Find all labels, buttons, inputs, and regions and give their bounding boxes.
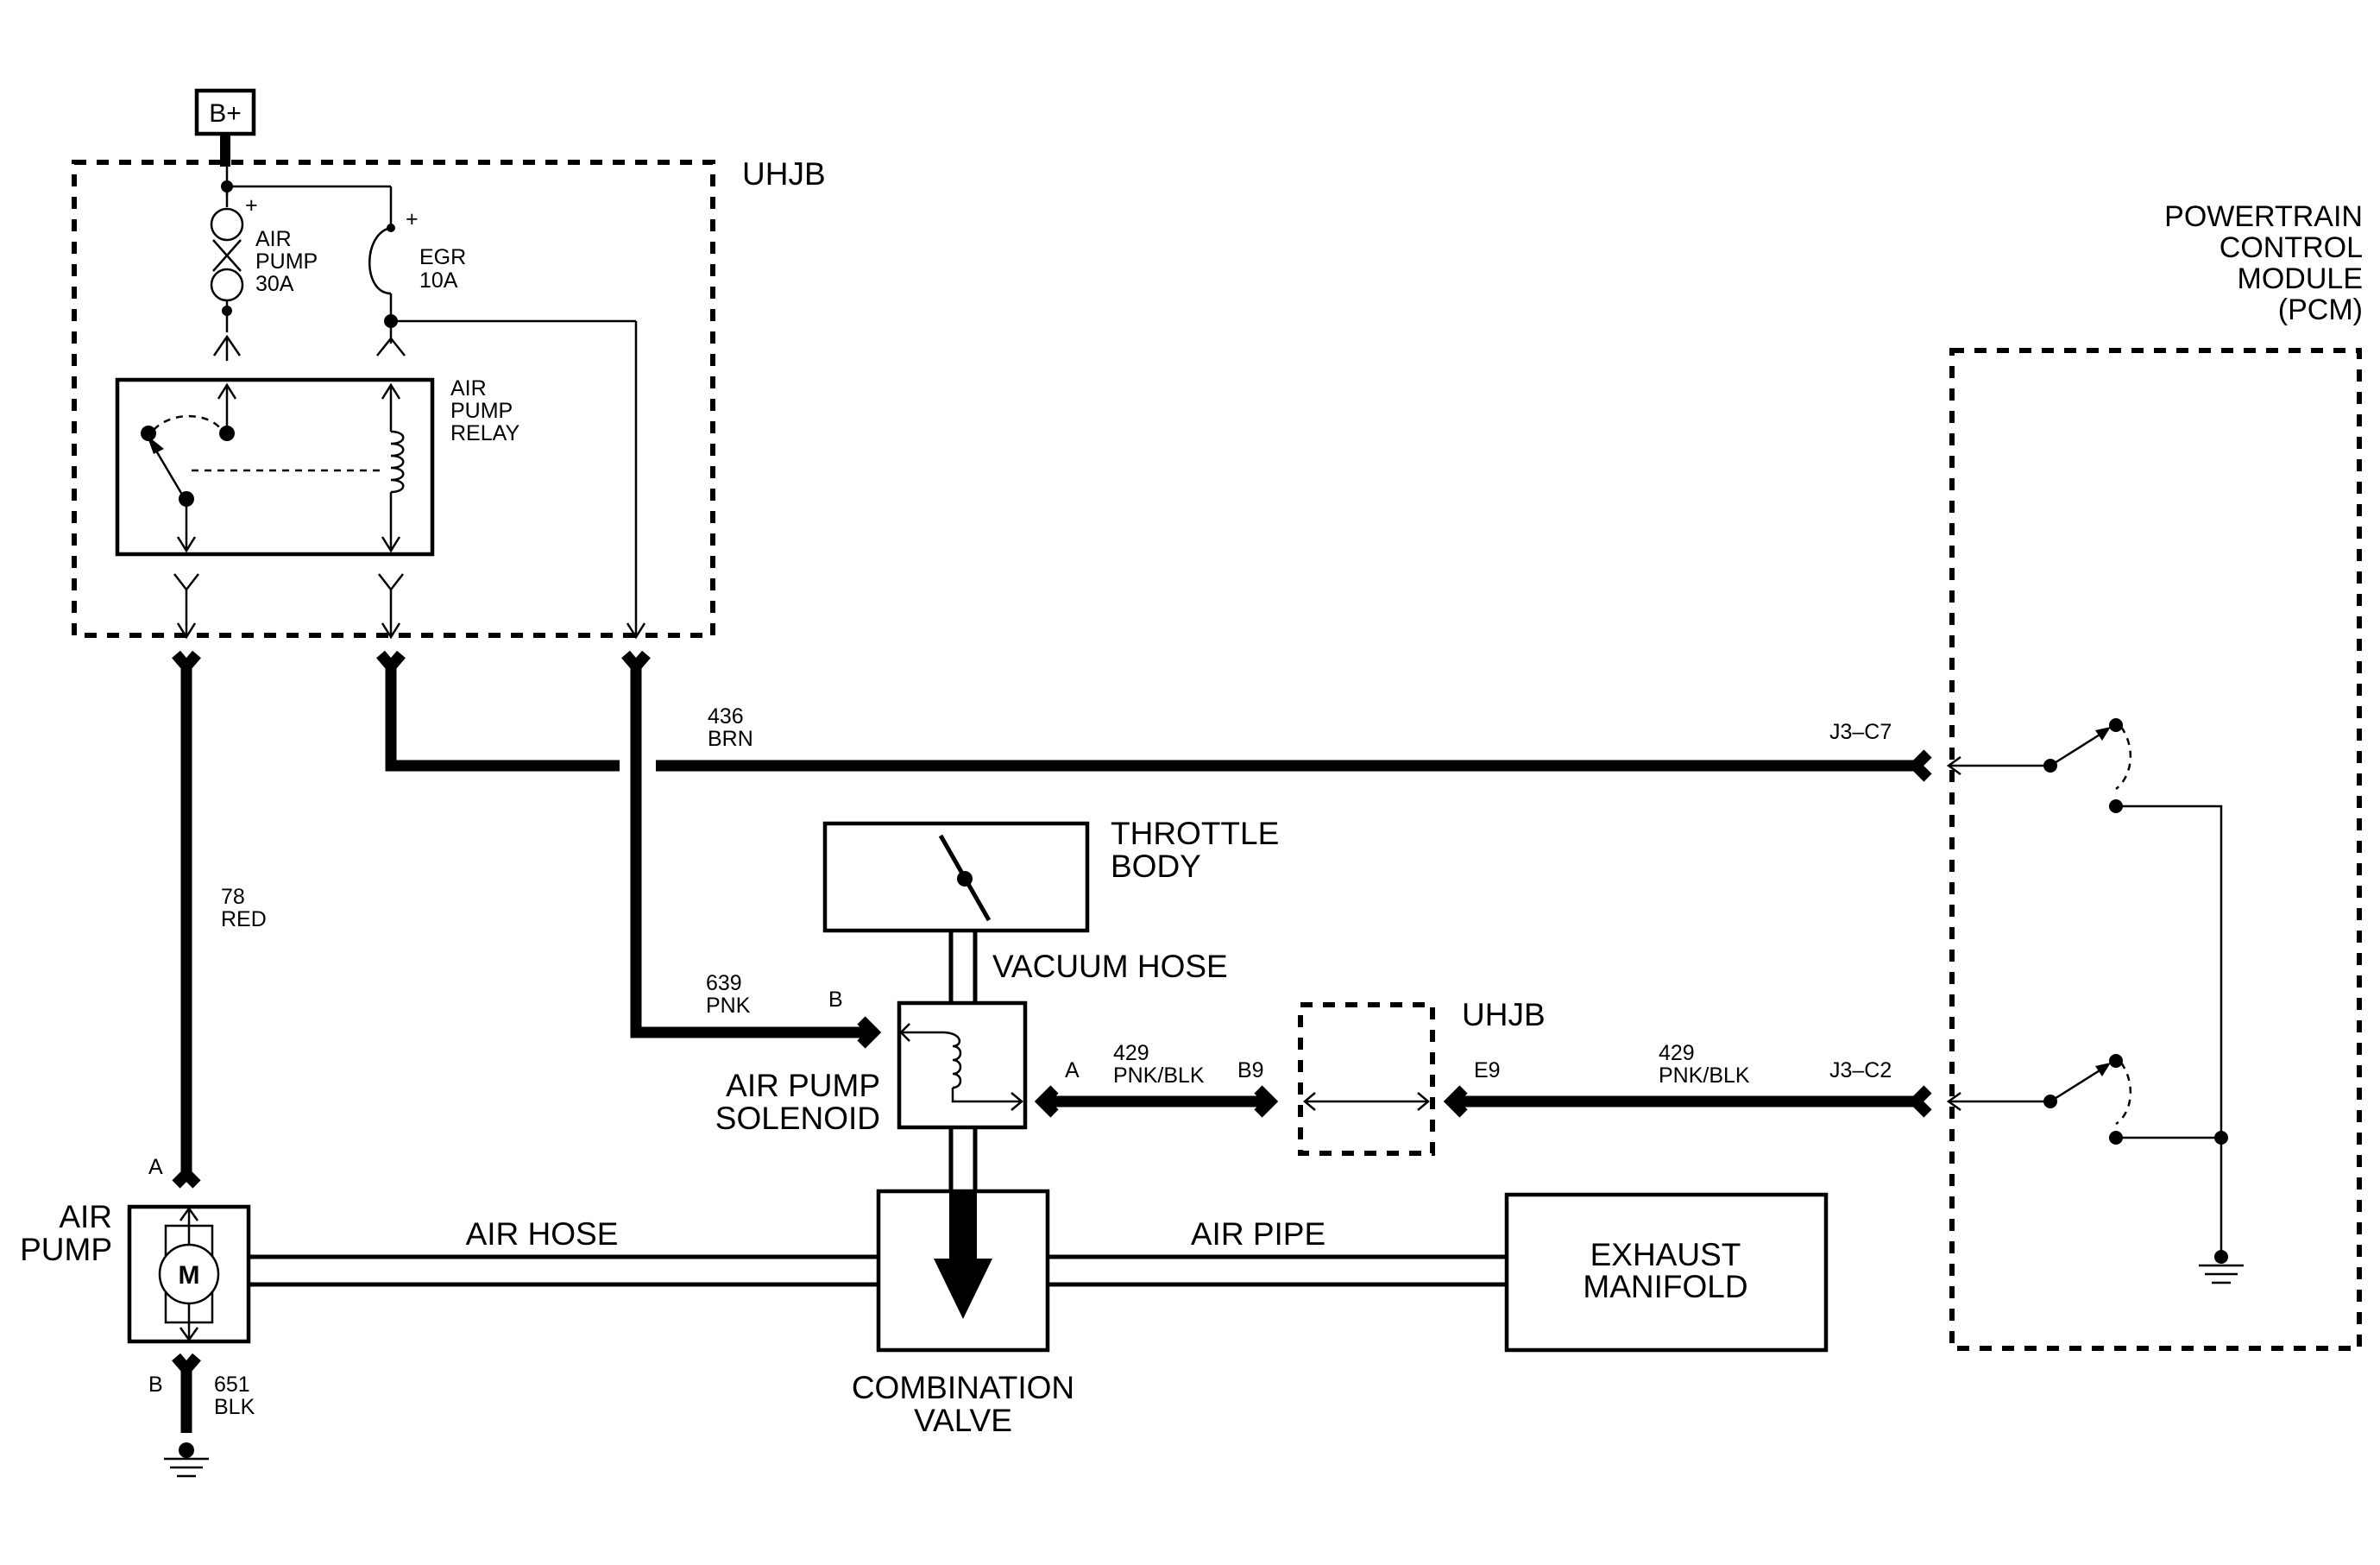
exhaust-manifold: EXHAUST MANIFOLD	[1504, 1192, 1829, 1353]
wire-429b-color: PNK/BLK	[1659, 1063, 1750, 1088]
wire-436-connector: J3–C7	[1829, 720, 1892, 744]
pcm: POWERTRAIN CONTROL MODULE (PCM)	[1946, 200, 2363, 1351]
combination-valve-line1: COMBINATION	[852, 1370, 1074, 1405]
wire-429a-number: 429	[1113, 1041, 1149, 1065]
vacuum-hose-label: VACUUM HOSE	[992, 949, 1228, 984]
egr-fuse-line1: EGR	[419, 245, 466, 269]
battery-label: B+	[209, 99, 242, 128]
vacuum-hose: VACUUM HOSE	[948, 931, 1228, 1003]
battery-terminal: B+	[194, 88, 256, 167]
wire-429a-connector: B9	[1237, 1058, 1264, 1082]
wire-639-pin: B	[828, 988, 843, 1012]
egr-fuse: + EGR 10A	[368, 207, 638, 637]
solenoid-to-valve-hose	[948, 1127, 978, 1191]
air-pipe: AIR PIPE	[1048, 1216, 1507, 1287]
wire-78-red: 78 RED	[172, 650, 267, 1189]
wire-429b-connector-right: J3–C2	[1829, 1058, 1892, 1082]
wire-429-pcm-side: E9 429 PNK/BLK J3–C2	[1443, 1041, 1932, 1118]
throttle-body: THROTTLE BODY	[822, 816, 1279, 933]
combination-valve-line2: VALVE	[914, 1403, 1012, 1438]
wire-639-color: PNK	[706, 994, 751, 1018]
wire-429-pin-a: A	[1065, 1058, 1080, 1082]
solenoid-label-line2: SOLENOID	[715, 1101, 880, 1136]
uhjb-label: UHJB	[742, 156, 826, 192]
uhjb-box	[72, 160, 715, 638]
exhaust-manifold-line1: EXHAUST	[1590, 1237, 1741, 1272]
air-pump-relay: AIR PUMP RELAY	[115, 376, 519, 557]
wire-436-color: BRN	[708, 727, 753, 751]
wire-639-number: 639	[706, 971, 742, 995]
wire-639-pnk: 639 PNK B	[621, 650, 882, 1049]
relay-label-line2: PUMP	[450, 399, 513, 423]
air-pump-solenoid: AIR PUMP SOLENOID	[715, 1000, 1028, 1136]
wire-429b-number: 429	[1659, 1041, 1695, 1065]
wire-436-number: 436	[708, 704, 744, 729]
air-pump-motor-symbol: M	[179, 1261, 200, 1290]
uhjb-inline-connector: UHJB	[1298, 997, 1546, 1156]
wire-429-solenoid-side: A 429 PNK/BLK B9	[1034, 1041, 1279, 1118]
air-pump: M A AIR PUMP	[20, 1155, 251, 1344]
wire-78-number: 78	[221, 885, 245, 909]
relay-label-line3: RELAY	[450, 421, 519, 445]
wire-429a-color: PNK/BLK	[1113, 1063, 1205, 1088]
air-pump-fuse-line3: 30A	[255, 272, 294, 296]
air-pump-label-line2: PUMP	[20, 1232, 112, 1267]
relay-label-line1: AIR	[450, 376, 487, 401]
wire-429b-connector-left: E9	[1474, 1058, 1501, 1082]
pcm-label-line4: (PCM)	[2278, 293, 2363, 326]
wire-651-blk: B 651 BLK	[148, 1353, 255, 1478]
egr-fuse-plus-mark: +	[406, 207, 419, 231]
wire-651-color: BLK	[214, 1395, 255, 1419]
fuse-plus-mark: +	[245, 193, 258, 218]
combination-valve: COMBINATION VALVE	[852, 1189, 1074, 1438]
throttle-body-line1: THROTTLE	[1111, 816, 1279, 851]
air-pump-fuse: + AIR PUMP 30A	[210, 186, 318, 361]
air-pump-fuse-line1: AIR	[255, 227, 292, 251]
pcm-label-line3: MODULE	[2238, 262, 2363, 295]
air-hose: AIR HOSE	[249, 1216, 878, 1287]
pcm-label-line2: CONTROL	[2219, 231, 2363, 264]
air-hose-label: AIR HOSE	[466, 1216, 619, 1252]
pcm-label-line1: POWERTRAIN	[2164, 200, 2363, 233]
uhjb-small-label: UHJB	[1462, 997, 1546, 1032]
wire-78-color: RED	[221, 907, 267, 931]
air-pump-pin-a: A	[148, 1155, 163, 1179]
wire-651-number: 651	[214, 1373, 250, 1397]
throttle-body-line2: BODY	[1111, 849, 1201, 884]
exhaust-manifold-line2: MANIFOLD	[1583, 1269, 1747, 1304]
wire-651-pin: B	[148, 1373, 163, 1397]
uhjb-output-connectors	[173, 573, 646, 640]
egr-fuse-line2: 10A	[419, 268, 458, 293]
wire-436-brn: 436 BRN J3–C7	[376, 650, 1932, 782]
air-pump-fuse-line2: PUMP	[255, 249, 318, 274]
air-pump-label-line1: AIR	[59, 1199, 112, 1234]
solenoid-label-line1: AIR PUMP	[726, 1068, 880, 1103]
air-pipe-label: AIR PIPE	[1191, 1216, 1325, 1252]
